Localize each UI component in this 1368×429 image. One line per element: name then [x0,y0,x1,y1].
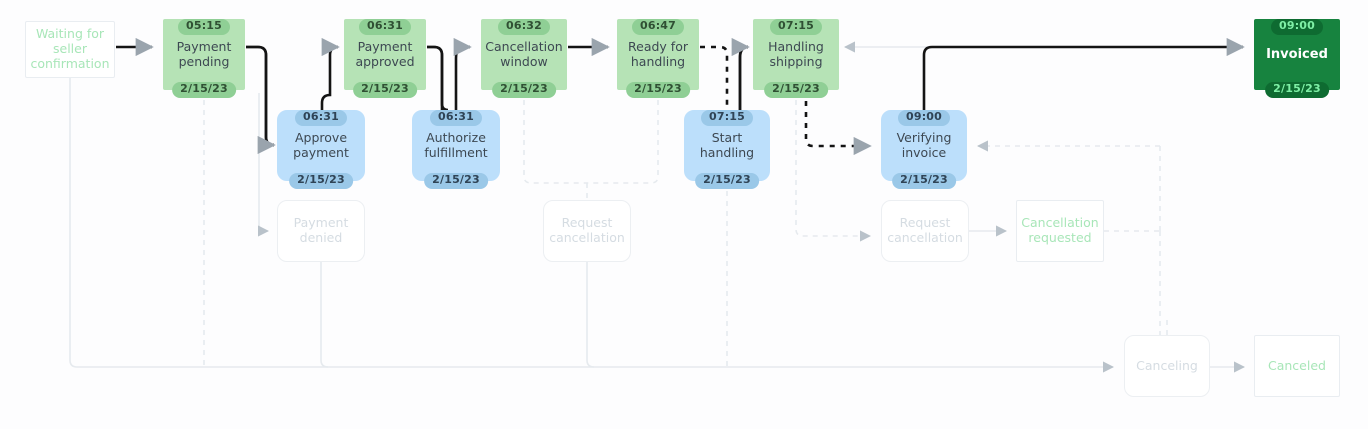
active-edges [116,37,1245,156]
node-label: Ready for handling [628,38,688,69]
node-label: Verifying invoice [896,129,952,160]
node-payment-denied[interactable]: Payment denied [277,200,365,262]
node-time-badge: 06:31 [294,110,348,126]
node-time-badge: 06:32 [497,19,551,35]
node-date-badge: 2/15/23 [353,82,417,98]
node-canceling[interactable]: Canceling [1124,335,1210,397]
node-canceled[interactable]: Canceled [1254,335,1340,397]
node-label: Authorize fulfillment [424,129,488,160]
node-cancellation-requested[interactable]: Cancellation requested [1016,200,1104,262]
node-label: Waiting for seller confirmation [30,26,110,71]
node-date-badge: 2/15/23 [424,173,488,189]
node-time-badge: 09:00 [1270,19,1324,35]
node-label: Canceling [1136,357,1198,373]
node-waiting-seller-confirmation[interactable]: Waiting for seller confirmation [25,21,115,78]
node-date-badge: 2/15/23 [1265,82,1329,98]
node-label: Approve payment [293,129,349,160]
node-time-badge: 09:00 [897,110,951,126]
node-date-badge: 2/15/23 [492,82,556,98]
node-date-badge: 2/15/23 [289,173,353,189]
node-date-badge: 2/15/23 [695,173,759,189]
node-time-badge: 06:47 [631,19,685,35]
node-request-cancellation-right[interactable]: Request cancellation [881,200,969,262]
node-time-badge: 06:31 [358,19,412,35]
node-label: Canceled [1268,357,1326,373]
node-time-badge: 07:15 [769,19,823,35]
node-label: Request cancellation [887,215,963,245]
node-request-cancellation-mid[interactable]: Request cancellation [543,200,631,262]
node-date-badge: 2/15/23 [172,82,236,98]
node-date-badge: 2/15/23 [764,82,828,98]
node-label: Handling shipping [768,38,824,69]
node-label: Start handling [699,129,755,160]
node-label: Invoiced [1266,46,1328,62]
node-time-badge: 05:15 [177,19,231,35]
node-time-badge: 06:31 [429,110,483,126]
node-label: Payment denied [293,215,349,245]
node-date-badge: 2/15/23 [626,82,690,98]
node-label: Cancellation requested [1021,215,1099,245]
node-time-badge: 07:15 [700,110,754,126]
node-date-badge: 2/15/23 [892,173,956,189]
node-label: Payment approved [355,38,415,69]
node-label: Payment pending [176,38,232,69]
node-label: Cancellation window [485,38,563,69]
node-label: Request cancellation [549,215,625,245]
